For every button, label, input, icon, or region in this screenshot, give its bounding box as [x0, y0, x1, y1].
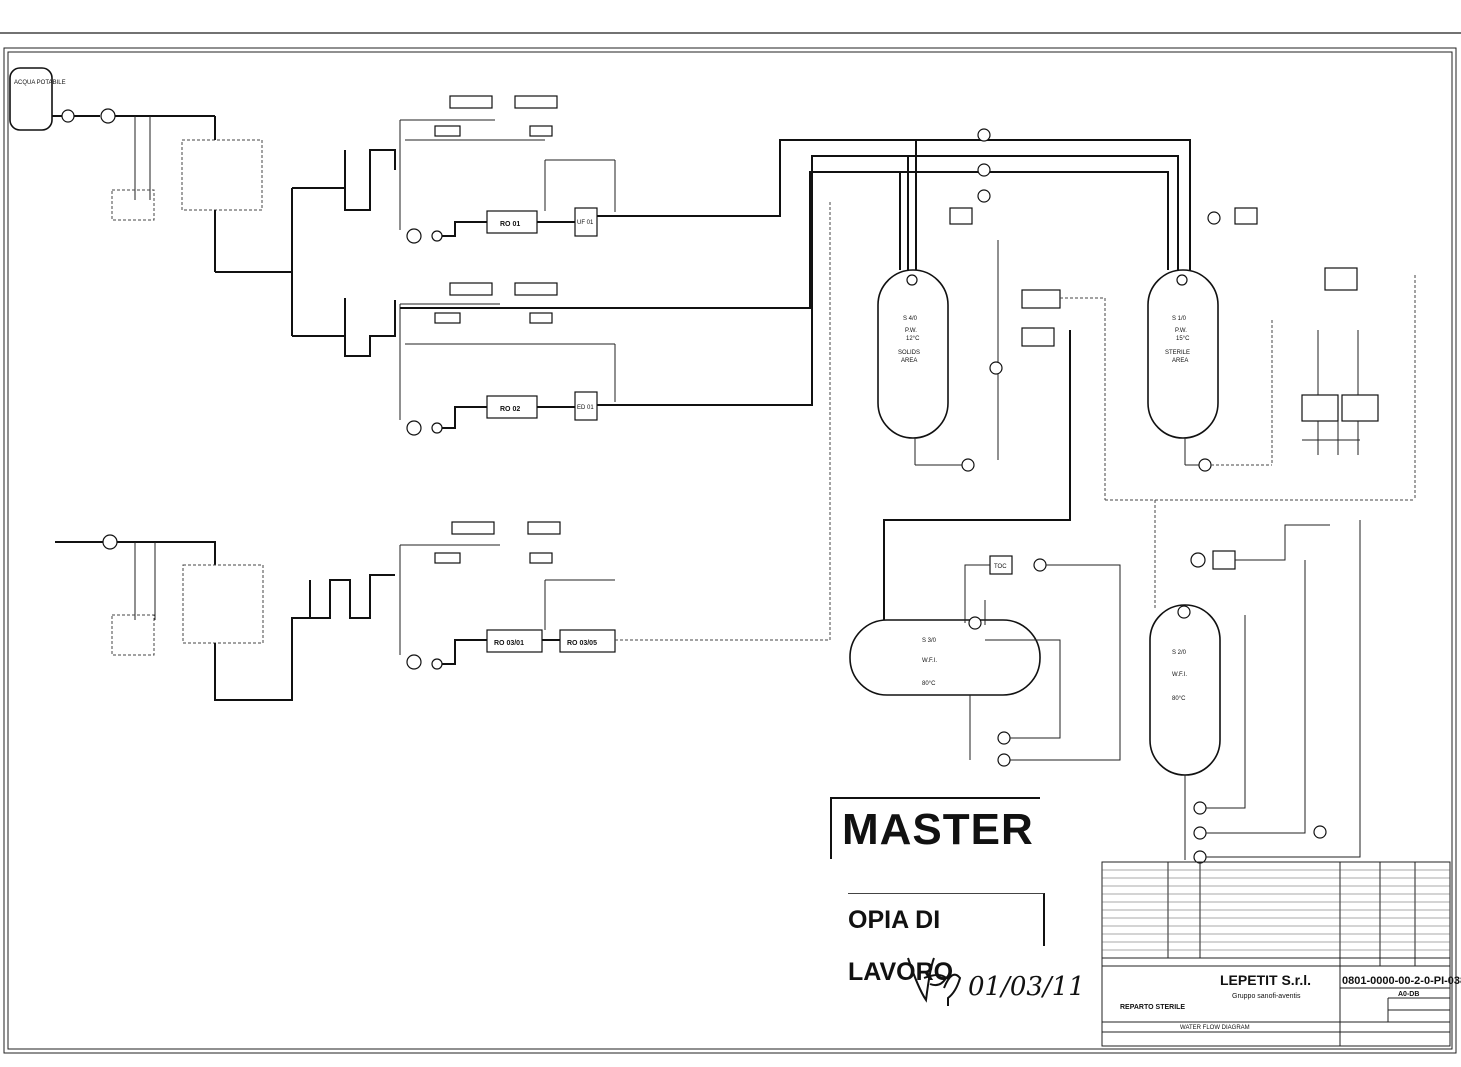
softener-unit	[181, 139, 263, 211]
tank-3-line-0: S 3/0	[922, 638, 937, 644]
tank-4-line-1: W.F.I.	[1172, 672, 1187, 678]
tank-4-text: S 2/0 W.F.I. 80°C	[1172, 650, 1187, 702]
tank-3-text: S 3/0 W.F.I. 80°C	[922, 638, 937, 687]
tank-2-line-2: 15°C	[1176, 336, 1190, 342]
tank-1-line-0: S 4/0	[903, 316, 918, 322]
tank-sterile-area	[1147, 269, 1219, 439]
pump-icon	[406, 420, 422, 436]
department-label: REPARTO STERILE	[1120, 1004, 1185, 1011]
pump-icon	[1193, 850, 1207, 864]
signature	[907, 957, 962, 1006]
ro-03-label: RO 03/01	[494, 640, 524, 647]
tank-2-line-3: STERILE	[1165, 350, 1190, 356]
pump-icon	[1193, 801, 1207, 815]
tank-1-line-2: 12°C	[906, 336, 920, 342]
tank-wfi-vertical	[1149, 604, 1221, 776]
pump-icon	[997, 731, 1011, 745]
pump-icon	[406, 228, 422, 244]
title-block	[1101, 861, 1451, 1047]
company-name: LEPETIT S.r.l.	[1220, 972, 1311, 988]
signature-date: 01/03/11	[968, 972, 1085, 1002]
flow-indicator-icon	[100, 108, 116, 124]
ed-01-label: ED 01	[577, 405, 594, 411]
tank-wfi-horizontal	[849, 619, 1041, 696]
pump-icon	[961, 458, 975, 472]
ro-04-label: RO 03/05	[567, 640, 597, 647]
tank-4-line-2: 80°C	[1172, 696, 1186, 702]
ro-01-label: RO 01	[500, 221, 520, 228]
sheet-format: A0-DB	[1398, 991, 1419, 998]
feed-tank	[9, 67, 53, 131]
flow-indicator-icon	[102, 534, 118, 550]
tank-2-text: S 1/0 P.W. 15°C STERILE AREA	[1165, 316, 1190, 364]
tank-1-line-3: SOLIDS	[898, 350, 920, 356]
inner-border	[7, 51, 1453, 1050]
tank-3-line-1: W.F.I.	[922, 658, 937, 664]
tank-2-line-4: AREA	[1172, 358, 1188, 364]
tank-2-line-1: P.W.	[1175, 328, 1187, 334]
tank-1-line-1: P.W.	[905, 328, 917, 334]
tank-1-line-4: AREA	[901, 358, 917, 364]
pump-icon	[1193, 826, 1207, 840]
pump-icon	[406, 654, 422, 670]
drawing-description: WATER FLOW DIAGRAM	[1180, 1025, 1250, 1031]
tank-1-text: S 4/0 P.W. 12°C SOLIDS AREA	[898, 316, 920, 364]
tank-2-line-0: S 1/0	[1172, 316, 1187, 322]
uf-01-unit	[574, 207, 598, 237]
master-stamp: MASTER	[830, 797, 1040, 859]
toc-label: TOC	[994, 564, 1007, 570]
drawing-number: 0801-0000-00-2-0-PI-038	[1342, 975, 1461, 987]
working-copy-stamp: OPIA DI LAVORO	[848, 893, 1045, 986]
tank-4-line-0: S 2/0	[1172, 650, 1187, 656]
tank-solids-area	[877, 269, 949, 439]
ro-02-label: RO 02	[500, 406, 520, 413]
tank-3-line-2: 80°C	[922, 681, 936, 687]
pump-icon	[997, 753, 1011, 767]
outer-border	[3, 47, 1457, 1054]
softener-unit	[182, 564, 264, 644]
feed-tank-label: ACQUA POTABILE	[14, 80, 66, 86]
uf-01-label: UF 01	[577, 220, 594, 226]
ro-04-unit	[559, 629, 616, 653]
pump-icon	[61, 109, 75, 123]
company-group: Gruppo sanofi-aventis	[1232, 993, 1301, 1000]
pump-icon	[1198, 458, 1212, 472]
toc-analyzer-2	[1212, 550, 1236, 570]
